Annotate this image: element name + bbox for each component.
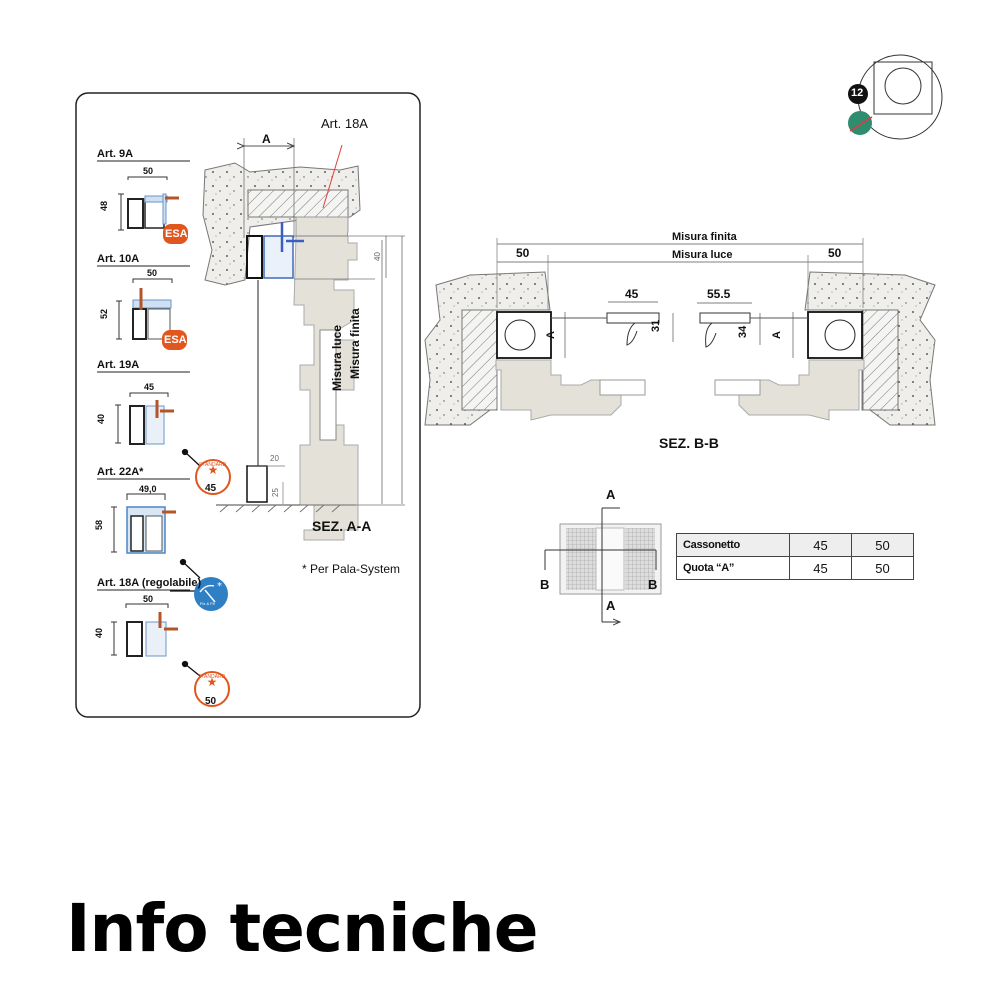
spec-table: Cassonetto 45 50 Quota “A” 45 50 bbox=[676, 533, 914, 580]
key-a-top: A bbox=[606, 487, 616, 502]
dim-width: 45 bbox=[144, 382, 155, 392]
standard-45-badge: ★ bbox=[195, 459, 231, 495]
article-label: Art. 19A bbox=[97, 359, 140, 371]
esa-badge-text: ESA bbox=[164, 334, 187, 346]
table-row: Cassonetto 45 50 bbox=[676, 533, 914, 557]
misura-luce-label: Misura luce bbox=[672, 249, 733, 261]
dim-width: 50 bbox=[143, 594, 154, 604]
dim-55-5: 55.5 bbox=[707, 287, 731, 301]
svg-text:*: * bbox=[217, 581, 222, 592]
key-b-left: B bbox=[540, 577, 550, 592]
row-label: Cassonetto bbox=[676, 533, 790, 557]
standard-45-value: 45 bbox=[205, 483, 217, 494]
dim-50-right: 50 bbox=[828, 246, 842, 260]
section-aa-drawing bbox=[202, 138, 405, 541]
dim-height: 52 bbox=[99, 308, 109, 319]
dim-height: 40 bbox=[96, 413, 106, 424]
fixfit-text: Fix & Fit bbox=[200, 601, 215, 606]
dim-a: A bbox=[262, 132, 271, 146]
misura-finita-label: Misura finita bbox=[672, 231, 737, 243]
profile-art-10a bbox=[116, 278, 173, 340]
profile-art-9a bbox=[118, 176, 179, 231]
svg-text:★: ★ bbox=[207, 675, 218, 689]
corner-badge-number: 12 bbox=[851, 87, 864, 99]
article-label: Art. 10A bbox=[97, 253, 140, 265]
svg-text:★: ★ bbox=[208, 463, 219, 477]
article-label: Art. 18A (regolabile) bbox=[97, 577, 202, 589]
badge-leaders bbox=[170, 448, 201, 677]
dim-40: 40 bbox=[372, 252, 382, 261]
callout-art-18a: Art. 18A bbox=[321, 116, 368, 131]
fixfit-badge: * bbox=[194, 577, 228, 611]
standard-50-badge: ★ bbox=[194, 671, 230, 707]
dim-31: 31 bbox=[650, 319, 662, 332]
esa-badge-text: ESA bbox=[165, 228, 188, 240]
esa-badge bbox=[162, 330, 187, 350]
dim-height: 40 bbox=[94, 627, 104, 638]
standard-label: STANDARD bbox=[198, 674, 226, 680]
cell-value: 50 bbox=[851, 556, 914, 580]
cell-value: 45 bbox=[789, 533, 852, 557]
dim-a-right: A bbox=[771, 331, 783, 339]
misura-luce-label: Misura luce bbox=[330, 324, 344, 391]
page-title: Info tecniche bbox=[66, 890, 538, 967]
cell-value: 50 bbox=[851, 533, 914, 557]
misura-finita-label: Misura finita bbox=[348, 308, 362, 379]
article-rules bbox=[97, 160, 190, 591]
footnote: * Per Pala-System bbox=[302, 562, 401, 576]
section-aa-title: SEZ. A-A bbox=[312, 518, 372, 534]
dim-25: 25 bbox=[270, 488, 280, 497]
section-bb-title: SEZ. B-B bbox=[659, 435, 719, 451]
key-b-right: B bbox=[648, 577, 658, 592]
article-label: Art. 9A bbox=[97, 148, 134, 160]
key-plan bbox=[544, 507, 662, 622]
dim-width: 50 bbox=[147, 268, 158, 278]
key-a-bottom: A bbox=[606, 598, 616, 613]
row-label: Quota “A” bbox=[676, 556, 790, 580]
standard-50-value: 50 bbox=[205, 696, 217, 707]
profile-art-22a bbox=[111, 493, 176, 554]
dim-50-left: 50 bbox=[516, 246, 530, 260]
dim-width: 49,0 bbox=[139, 484, 157, 494]
corner-detail-badge bbox=[848, 54, 943, 140]
standard-label: STANDARD bbox=[199, 462, 227, 468]
dim-45: 45 bbox=[625, 287, 639, 301]
dim-height: 48 bbox=[99, 200, 109, 211]
dim-height: 58 bbox=[94, 519, 104, 530]
profile-art-19a bbox=[115, 392, 174, 445]
dim-20: 20 bbox=[270, 454, 279, 463]
dim-a-left: A bbox=[545, 331, 557, 339]
dim-width: 50 bbox=[143, 166, 154, 176]
dim-34: 34 bbox=[737, 325, 749, 338]
article-label: Art. 22A* bbox=[97, 466, 144, 478]
profile-art-18a bbox=[111, 603, 178, 657]
esa-badge bbox=[163, 224, 188, 244]
table-row: Quota “A” 45 50 bbox=[676, 556, 914, 580]
cell-value: 45 bbox=[789, 556, 852, 580]
section-bb-drawing bbox=[424, 238, 936, 426]
